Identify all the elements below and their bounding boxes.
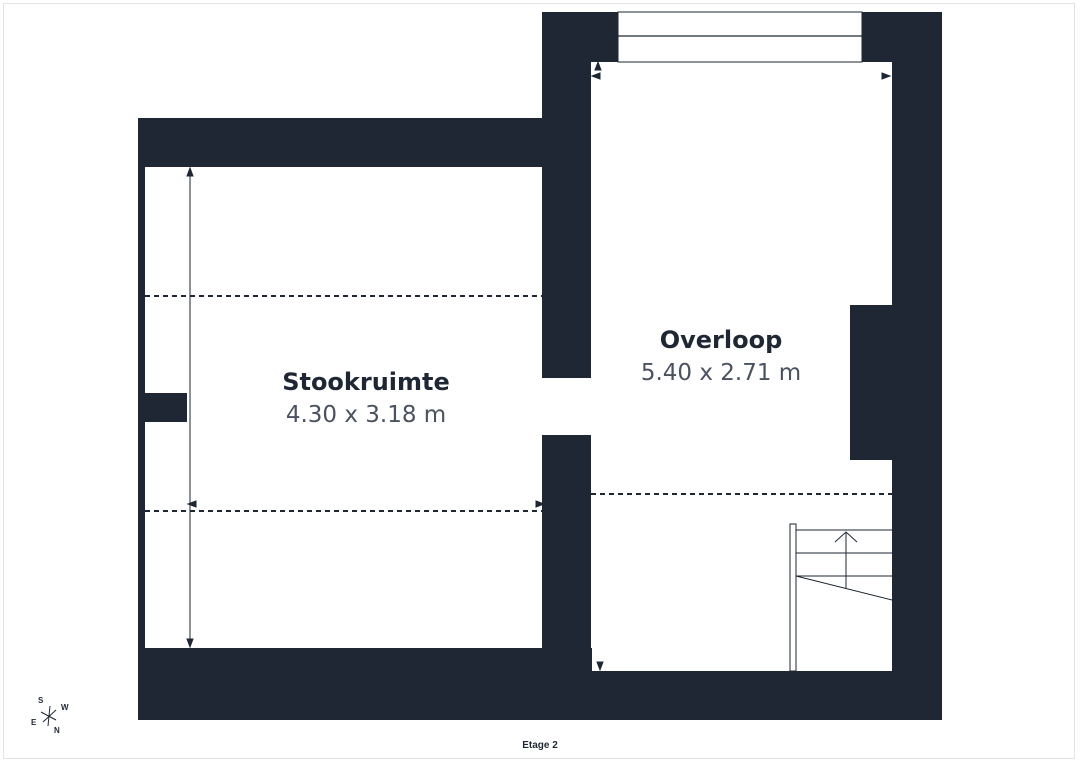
room-name: Overloop <box>659 326 783 354</box>
compass-s: S <box>38 696 44 705</box>
compass-n: N <box>54 726 60 735</box>
room-dimensions: 4.30 x 3.18 m <box>285 402 447 428</box>
room-dimensions: 5.40 x 2.71 m <box>640 360 802 386</box>
page-frame <box>3 3 1075 759</box>
measurement-lines <box>186 60 892 672</box>
room-overloop: Overloop 5.40 x 2.71 m <box>581 326 861 386</box>
compass-e: E <box>31 718 37 727</box>
window <box>617 11 863 63</box>
overloop-wall-bottom <box>542 671 942 720</box>
staircase <box>789 523 893 672</box>
overloop-wall-left-top <box>542 12 591 378</box>
overloop-wall-pillar <box>850 305 894 460</box>
room-stookruimte: Stookruimte 4.30 x 3.18 m <box>226 368 506 428</box>
slope-lines <box>145 295 892 512</box>
walls <box>138 12 942 720</box>
overloop-wall-right <box>892 12 942 720</box>
stookruimte-wall-left <box>138 118 145 698</box>
room-name: Stookruimte <box>282 368 450 396</box>
compass-rose <box>40 705 57 727</box>
compass-w: W <box>61 703 69 712</box>
stookruimte-wall-bottom <box>138 648 592 697</box>
floor-label: Etage 2 <box>522 740 558 751</box>
overloop-wall-top-left <box>542 12 618 62</box>
